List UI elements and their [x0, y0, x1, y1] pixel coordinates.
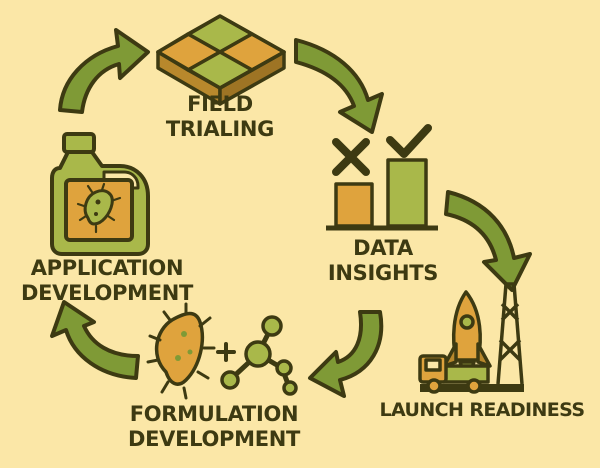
stage-label-line: FIELD: [187, 92, 253, 116]
stage-label-launch-readiness: LAUNCH READINESS: [370, 398, 594, 423]
stage-label-line: FORMULATION: [129, 402, 299, 426]
rocket-truck-icon: [418, 282, 524, 394]
stage-label-line: LAUNCH READINESS: [379, 399, 586, 421]
stage-label-line: APPLICATION: [30, 256, 184, 280]
stage-label-line: INSIGHTS: [327, 261, 439, 285]
stage-label-line: DEVELOPMENT: [20, 281, 194, 305]
bar-chart-check-icon: [326, 124, 438, 231]
stage-label-line: DATA: [353, 236, 413, 260]
stage-label-data-insights: DATA INSIGHTS: [318, 236, 448, 286]
microbe-molecule-icon: [146, 302, 298, 400]
stage-label-application-development: APPLICATION DEVELOPMENT: [14, 256, 200, 306]
cycle-arrow-icon: [308, 310, 384, 398]
stage-label-formulation-development: FORMULATION DEVELOPMENT: [124, 402, 304, 452]
jug-microbe-icon: [50, 132, 150, 256]
cycle-arrow-icon: [58, 28, 150, 114]
cycle-arrow-icon: [50, 300, 140, 380]
stage-label-line: TRIALING: [165, 117, 275, 141]
stage-label-line: DEVELOPMENT: [127, 427, 301, 451]
stage-label-field-trialing: FIELD TRIALING: [160, 92, 280, 142]
cycle-arrow-icon: [444, 190, 532, 292]
cycle-arrow-icon: [294, 38, 384, 134]
field-plot-icon: [156, 14, 286, 106]
